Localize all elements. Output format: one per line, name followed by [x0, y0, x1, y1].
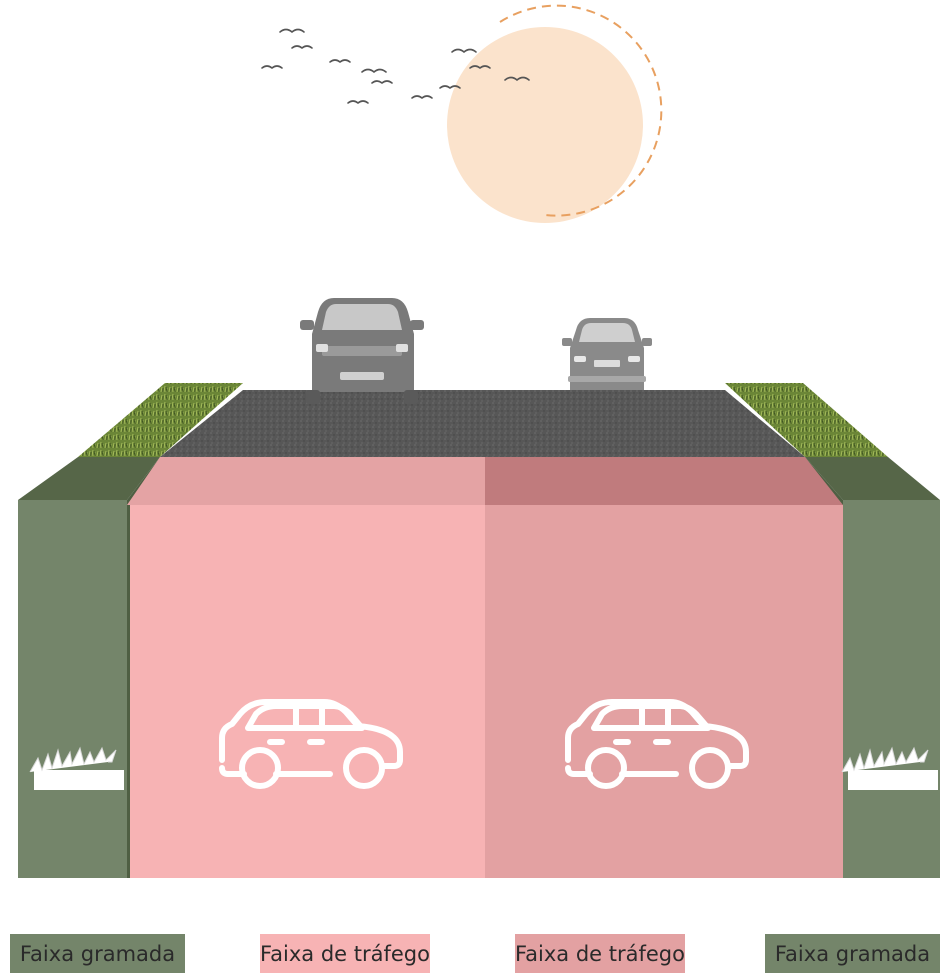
bird-icon	[371, 80, 393, 85]
asphalt-road	[160, 390, 805, 457]
bird-icon	[439, 85, 461, 90]
grass-tuft-icon	[841, 746, 938, 790]
sun-icon	[447, 4, 663, 223]
bird-icon	[329, 59, 351, 64]
legend-swatch-traffic-left	[260, 934, 430, 973]
label-traffic-lane-right: Faixa de tráfego	[515, 941, 685, 966]
bird-flock	[261, 28, 530, 105]
bird-icon	[361, 68, 387, 74]
car-rear-icon	[562, 318, 652, 390]
bird-icon	[261, 65, 283, 70]
label-traffic-lane-left: Faixa de tráfego	[260, 941, 430, 966]
grass-tuft-icon	[29, 746, 124, 790]
bird-icon	[504, 76, 530, 82]
legend-swatch-grass-left	[10, 934, 185, 973]
label-grass-strip-left: Faixa gramada	[19, 941, 176, 966]
car-front-icon	[300, 298, 424, 404]
bird-icon	[279, 28, 305, 34]
bird-icon	[291, 45, 313, 50]
legend-swatch-grass-right	[765, 934, 940, 973]
legend-swatch-traffic-right	[515, 934, 685, 973]
bird-icon	[347, 100, 369, 105]
traffic-lane-left	[127, 457, 485, 878]
traffic-lane-right	[485, 457, 843, 878]
bird-icon	[469, 65, 491, 70]
car-side-icon	[219, 699, 403, 789]
bird-icon	[411, 95, 433, 100]
car-side-icon	[565, 699, 749, 789]
label-grass-strip-right: Faixa gramada	[774, 941, 931, 966]
bird-icon	[451, 48, 477, 54]
